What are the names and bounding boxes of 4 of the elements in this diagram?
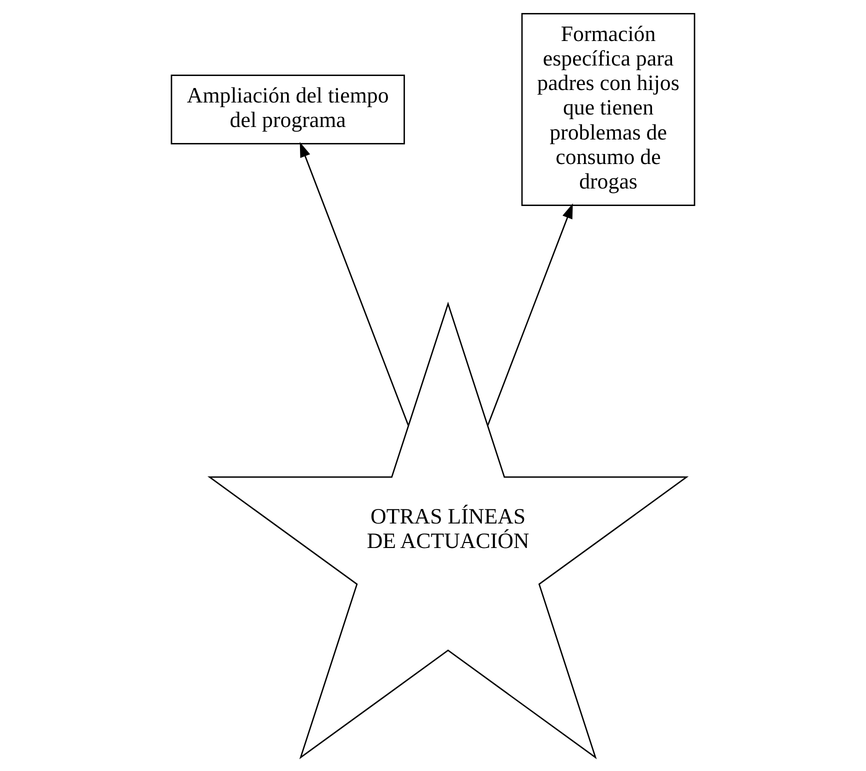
node-box: Ampliación del tiempo del programa bbox=[170, 74, 405, 144]
node-box: Formación específica para padres con hijos que tienen problemas de consumo de drogas bbox=[521, 12, 696, 206]
arrow bbox=[300, 142, 409, 426]
arrow bbox=[487, 203, 573, 426]
